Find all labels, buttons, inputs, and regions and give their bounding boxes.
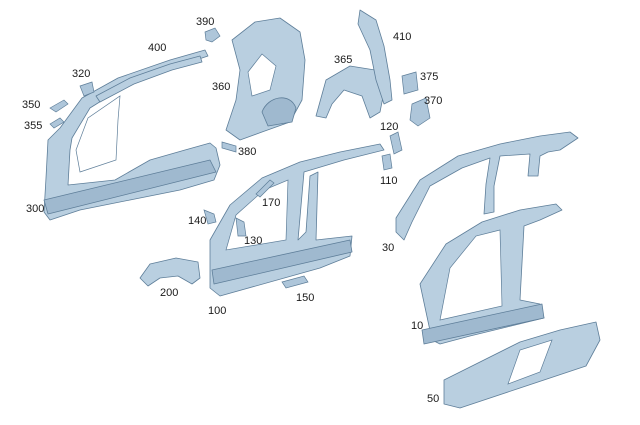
part-50-rocker-panel [443, 321, 601, 409]
label-150: 150 [296, 292, 314, 304]
label-390: 390 [196, 16, 214, 28]
part-400-roof-rail [95, 55, 203, 103]
label-110: 110 [380, 175, 398, 187]
part-375-bracket [401, 71, 419, 95]
label-100: 100 [208, 305, 226, 317]
part-350-bracket [49, 99, 69, 113]
label-360: 360 [212, 81, 230, 93]
label-300: 300 [26, 203, 44, 215]
part-365-wheelhouse-inner [315, 65, 385, 119]
part-355-bracket [49, 117, 65, 129]
label-30: 30 [382, 242, 394, 254]
label-400: 400 [148, 42, 166, 54]
part-140-bracket [203, 209, 217, 225]
label-355: 355 [24, 120, 42, 132]
label-380: 380 [238, 146, 256, 158]
part-150-bracket [281, 275, 309, 289]
part-380-bracket [221, 141, 237, 153]
label-200: 200 [160, 287, 178, 299]
label-350: 350 [22, 99, 40, 111]
part-300-side-panel-outer [43, 49, 221, 221]
part-130-bracket [235, 217, 247, 237]
part-110-bracket [381, 153, 393, 171]
part-320-bracket [79, 81, 95, 97]
label-320: 320 [72, 68, 90, 80]
label-50: 50 [427, 393, 439, 405]
part-410-pillar-reinforcement [357, 9, 393, 105]
label-410: 410 [393, 31, 411, 43]
label-10: 10 [411, 320, 423, 332]
part-200-front-wheelhouse [139, 257, 201, 287]
label-170: 170 [262, 197, 280, 209]
part-10-outer-side-panel [419, 203, 563, 345]
part-30-upper-frame [395, 131, 579, 241]
part-370-bracket [409, 97, 431, 127]
label-120: 120 [380, 121, 398, 133]
label-365: 365 [334, 54, 352, 66]
part-390-bracket [204, 27, 221, 43]
label-370: 370 [424, 95, 442, 107]
part-360-wheelhouse-outer [225, 17, 306, 141]
label-140: 140 [188, 215, 206, 227]
label-130: 130 [244, 235, 262, 247]
part-170-trim [255, 179, 275, 198]
part-120-bracket [389, 131, 403, 155]
label-375: 375 [420, 71, 438, 83]
